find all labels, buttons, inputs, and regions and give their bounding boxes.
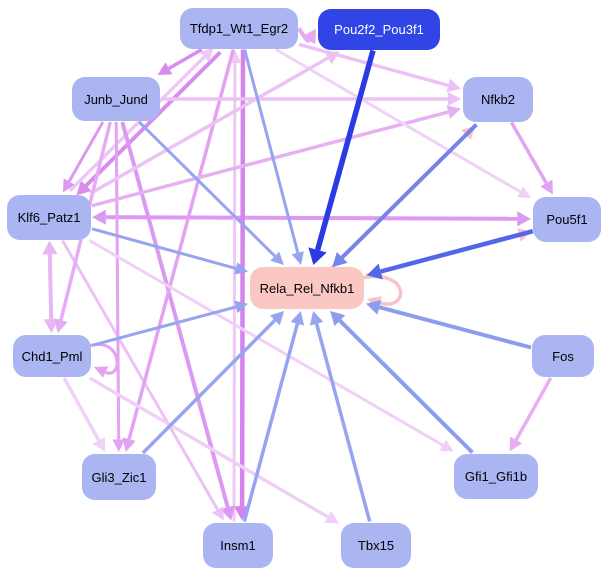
node-label-klf6: Klf6_Patz1 xyxy=(17,209,81,225)
edge-gfi1-rela xyxy=(338,319,474,454)
edge-tfdp1-pou2f2-arrow xyxy=(302,28,316,45)
edge-klf6-gfi1 xyxy=(88,239,444,447)
edge-chd1-gli3-arrow xyxy=(92,437,106,452)
edge-klf6-rela-arrow xyxy=(234,262,248,275)
node-label-gli3: Gli3_Zic1 xyxy=(91,469,147,485)
edge-chd1-rela xyxy=(91,305,237,347)
edge-tfdp1-pou2f2 xyxy=(297,27,311,43)
edge-junb-klf6 xyxy=(67,121,105,183)
edge-insm1-tfdp1 xyxy=(232,63,237,522)
edge-tfdp1-rela xyxy=(243,49,300,254)
node-nfkb2[interactable]: Nfkb2 xyxy=(463,76,533,122)
edge-klf6-pou5f1 xyxy=(105,215,518,221)
edge-tbx15-rela xyxy=(314,323,372,522)
edge-tfdp1-junb-arrow xyxy=(157,62,173,75)
edge-pou2f2-rela xyxy=(314,49,376,251)
node-label-insm1: Insm1 xyxy=(220,537,256,553)
edge-junb-chd1-arrow xyxy=(54,318,68,333)
edge-fos-rela xyxy=(378,305,532,350)
node-label-tbx15: Tbx15 xyxy=(357,537,395,553)
node-label-pou2f2: Pou2f2_Pou3f1 xyxy=(334,21,424,37)
node-tbx15[interactable]: Tbx15 xyxy=(341,522,411,568)
edge-gli3-rela-arrow xyxy=(269,311,285,326)
edge-tfdp1-nfkb2 xyxy=(298,42,449,88)
edge-insm1-rela-arrow xyxy=(290,311,305,326)
edge-klf6-gfi1-arrow xyxy=(439,439,454,452)
node-gfi1[interactable]: Gfi1_Gfi1b xyxy=(454,453,538,499)
node-chd1[interactable]: Chd1_Pml xyxy=(13,335,91,377)
edge-klf6-nfkb2 xyxy=(91,110,449,208)
edge-junb-klf6-arrow xyxy=(62,178,75,193)
edge-klf6-insm1-arrow xyxy=(212,506,224,521)
edge-junb-insm1 xyxy=(120,121,230,508)
edge-chd1-self-arrow xyxy=(94,366,109,378)
edge-junb-gli3 xyxy=(114,121,121,440)
node-insm1[interactable]: Insm1 xyxy=(203,522,273,568)
edge-klf6-tfdp1 xyxy=(68,55,206,192)
edge-tfdp1-insm1 xyxy=(239,49,246,507)
node-fos[interactable]: Fos xyxy=(532,335,594,377)
edge-klf6-chd1-arrow xyxy=(43,319,59,333)
edge-nfkb2-pou5f1-arrow xyxy=(540,179,553,195)
edge-nfkb2-pou5f1 xyxy=(509,121,548,184)
edge-klf6-pou2f2-arrow xyxy=(324,51,340,65)
edge-klf6-chd1-arrow-back xyxy=(42,240,58,255)
edge-chd1-tbx15-arrow xyxy=(324,510,339,524)
node-rela[interactable]: Rela_Rel_Nfkb1 xyxy=(250,267,364,309)
edge-klf6-chd1 xyxy=(47,254,54,320)
edge-junb-nfkb2-arrow xyxy=(447,92,461,106)
node-klf6[interactable]: Klf6_Patz1 xyxy=(7,194,91,240)
edge-klf6-pou5f1-arrow-back xyxy=(92,209,106,225)
edge-gfi1-rela-arrow xyxy=(330,311,346,327)
edge-tfdp1-pou5f1 xyxy=(275,48,521,193)
edge-tfdp1-gli3 xyxy=(127,49,235,440)
edge-insm1-rela xyxy=(242,323,300,522)
edge-tfdp1-pou5f1-arrow xyxy=(516,186,531,198)
edge-klf6-tfdp1-arrow xyxy=(199,47,214,62)
edge-tbx15-rela-arrow xyxy=(309,311,324,326)
edge-klf6-nfkb2-arrow xyxy=(446,105,461,119)
node-label-tfdp1: Tfdp1_Wt1_Egr2 xyxy=(189,20,289,36)
node-label-pou5f1: Pou5f1 xyxy=(546,211,588,227)
edge-tfdp1-nfkb2-arrow xyxy=(446,78,461,93)
node-label-nfkb2: Nfkb2 xyxy=(481,91,515,107)
edge-nfkb2-rela xyxy=(340,123,478,259)
node-pou5f1[interactable]: Pou5f1 xyxy=(533,196,601,242)
edge-tfdp1-rela-arrow xyxy=(291,251,304,265)
node-label-chd1: Chd1_Pml xyxy=(21,348,83,364)
edge-chd1-rela-arrow xyxy=(234,300,248,314)
edge-klf6-insm1 xyxy=(61,239,219,511)
node-junb[interactable]: Junb_Jund xyxy=(72,77,160,121)
edge-fos-gfi1 xyxy=(514,377,553,441)
edge-pou5f1-rela-arrow xyxy=(366,263,383,280)
node-tfdp1[interactable]: Tfdp1_Wt1_Egr2 xyxy=(180,7,298,49)
edge-gli3-rela xyxy=(141,319,277,455)
edge-junb-gli3-arrow xyxy=(112,439,126,452)
edge-klf6-rela xyxy=(91,227,237,270)
edge-nfkb2-rela-arrow xyxy=(332,252,348,268)
edge-fos-gfi1-arrow xyxy=(509,436,523,452)
edge-tfdp1-junb xyxy=(168,47,203,70)
edge-klf6-pou5f1-arrow xyxy=(517,211,531,227)
edge-junb-rela xyxy=(138,120,276,258)
edge-pou2f2-rela-arrow xyxy=(308,247,327,265)
node-label-junb: Junb_Jund xyxy=(84,91,148,107)
edge-pou5f1-rela xyxy=(380,229,534,274)
edge-junb-insm1-arrow xyxy=(220,505,235,521)
edge-klf6-pou2f2 xyxy=(89,56,329,196)
node-gli3[interactable]: Gli3_Zic1 xyxy=(82,454,156,500)
edge-chd1-tbx15 xyxy=(88,376,329,519)
edge-tfdp1-gli3-arrow xyxy=(122,437,136,452)
node-label-rela: Rela_Rel_Nfkb1 xyxy=(259,280,355,296)
node-pou2f2[interactable]: Pou2f2_Pou3f1 xyxy=(318,8,440,50)
node-label-fos: Fos xyxy=(552,348,574,364)
edge-chd1-gli3 xyxy=(62,377,101,442)
edge-fos-rela-arrow xyxy=(366,299,382,315)
edge-junb-rela-arrow xyxy=(270,251,284,265)
node-label-gfi1: Gfi1_Gfi1b xyxy=(464,468,528,484)
edge-tfdp1-klf6-arrow xyxy=(76,180,92,196)
